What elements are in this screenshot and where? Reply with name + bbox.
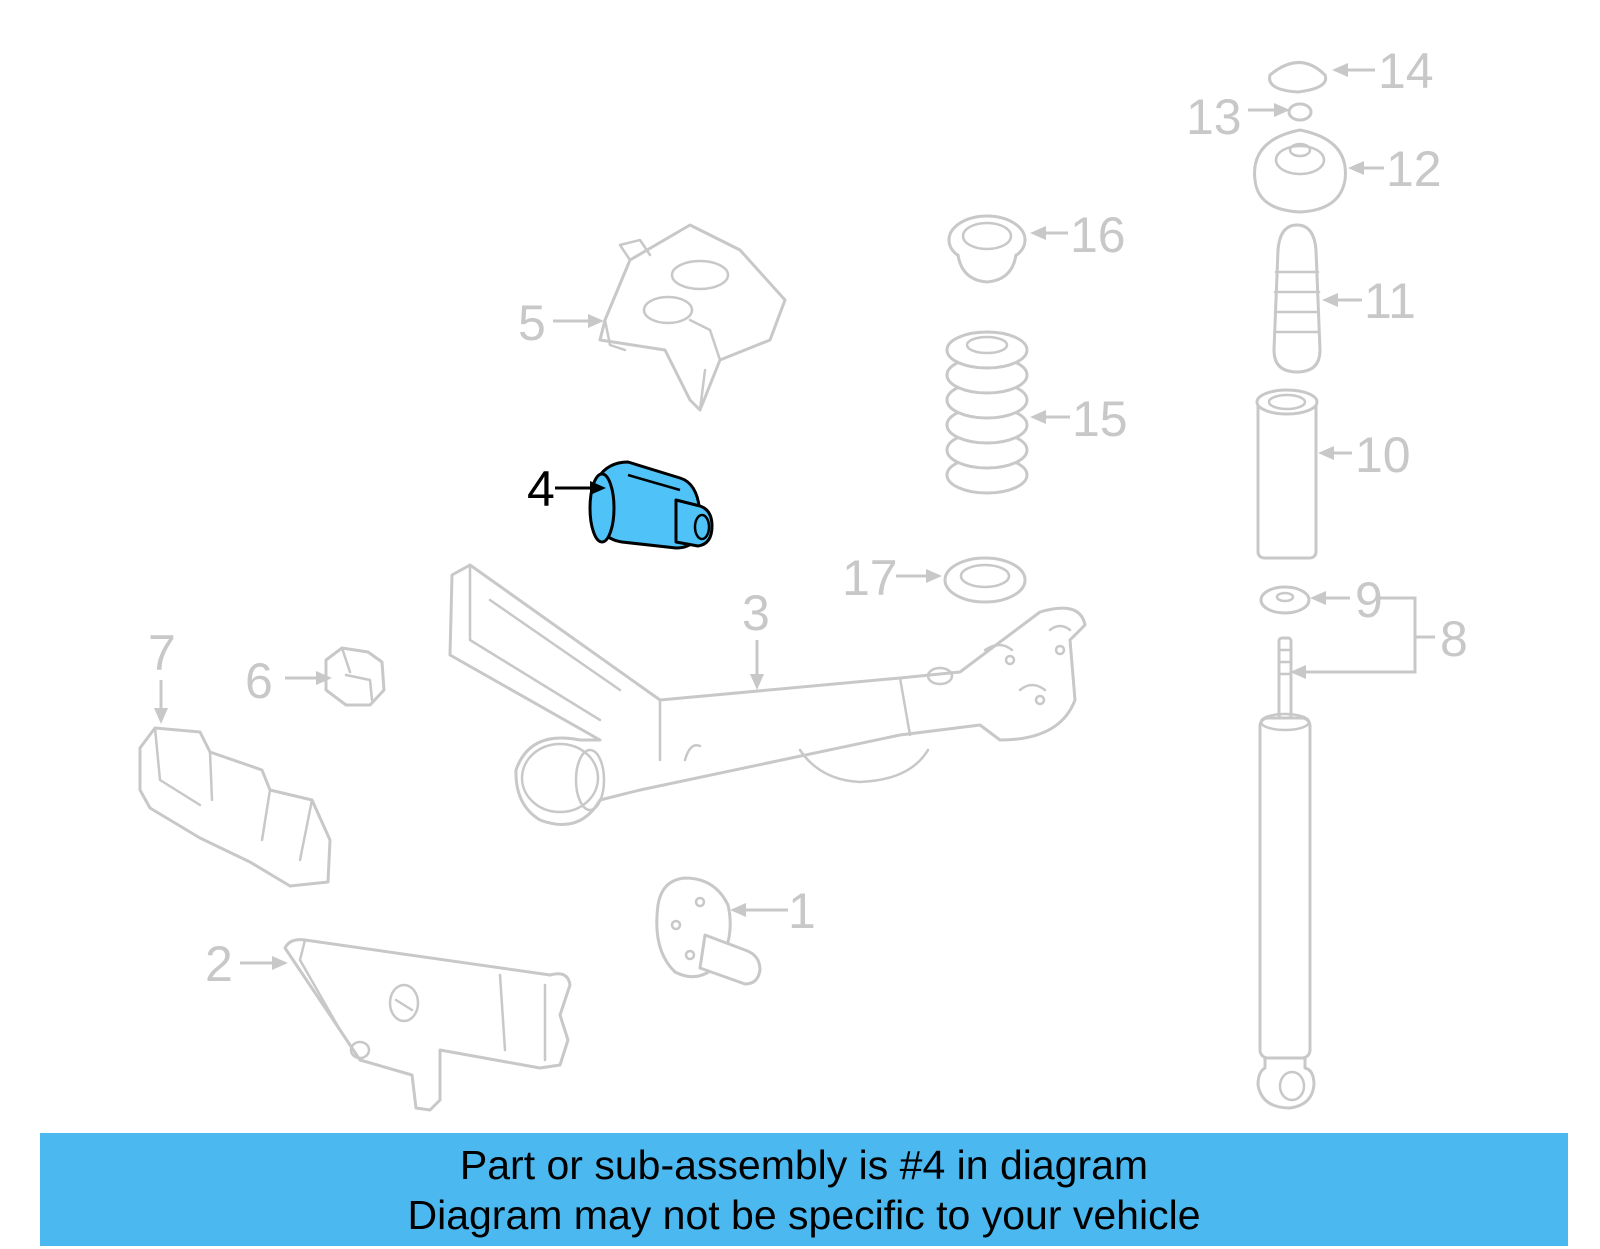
part-14-cap-illustration xyxy=(1268,61,1328,94)
callout-1[interactable]: 1 xyxy=(730,883,816,939)
part-1-spindle-illustration xyxy=(655,876,762,986)
callout-label-14: 14 xyxy=(1378,43,1434,99)
callout-label-1: 1 xyxy=(788,883,816,939)
callout-4[interactable]: 4 xyxy=(527,461,606,517)
part-4-bushing-illustration[interactable] xyxy=(588,460,714,550)
banner-disclaimer: Diagram may not be specific to your vehi… xyxy=(407,1191,1201,1238)
callout-label-9: 9 xyxy=(1355,572,1383,628)
callout-label-17: 17 xyxy=(842,550,898,606)
callout-15[interactable]: 15 xyxy=(1030,391,1128,447)
callout-label-8: 8 xyxy=(1440,611,1468,667)
callout-label-5: 5 xyxy=(518,295,546,351)
callout-8[interactable]: 8 xyxy=(1290,596,1468,679)
callout-14[interactable]: 14 xyxy=(1332,43,1434,99)
callout-11[interactable]: 11 xyxy=(1322,273,1416,329)
callout-5[interactable]: 5 xyxy=(518,295,604,351)
callout-9[interactable]: 9 xyxy=(1310,572,1383,628)
part-17-lower-spring-seat-illustration xyxy=(943,556,1027,604)
part-10-dust-boot-illustration xyxy=(1255,388,1319,560)
part-2-arm-bracket-illustration xyxy=(283,938,572,1112)
callout-label-10: 10 xyxy=(1355,427,1411,483)
callout-17[interactable]: 17 xyxy=(842,550,942,606)
part-16-spring-seat-illustration xyxy=(947,214,1027,284)
callout-label-15: 15 xyxy=(1072,391,1128,447)
callout-label-16: 16 xyxy=(1070,207,1126,263)
part-7-bracket-illustration xyxy=(138,726,332,888)
part-8-shock-absorber-illustration xyxy=(1256,636,1316,1110)
info-banner: Part or sub-assembly is #4 in diagram Di… xyxy=(40,1133,1568,1246)
callout-label-6: 6 xyxy=(245,653,273,709)
callout-10[interactable]: 10 xyxy=(1318,427,1411,483)
part-11-bump-stop-illustration xyxy=(1272,223,1322,374)
part-9-washer-illustration xyxy=(1259,585,1311,615)
callout-label-11: 11 xyxy=(1364,273,1416,329)
callout-label-3: 3 xyxy=(742,585,770,641)
callout-6[interactable]: 6 xyxy=(245,653,332,709)
callout-label-13: 13 xyxy=(1186,89,1242,145)
callout-label-2: 2 xyxy=(205,936,233,992)
callout-label-4: 4 xyxy=(527,461,555,517)
callout-7[interactable]: 7 xyxy=(148,625,176,724)
banner-part-reference: Part or sub-assembly is #4 in diagram xyxy=(459,1141,1149,1188)
callout-2[interactable]: 2 xyxy=(205,936,288,992)
callout-label-12: 12 xyxy=(1386,141,1442,197)
callout-label-7: 7 xyxy=(148,625,176,681)
part-12-strut-mount-illustration xyxy=(1253,128,1347,214)
part-3-axle-beam-illustration xyxy=(448,563,1087,826)
callout-3[interactable]: 3 xyxy=(742,585,770,690)
callout-13[interactable]: 13 xyxy=(1186,89,1290,145)
part-5-bracket-illustration xyxy=(598,223,787,412)
callout-12[interactable]: 12 xyxy=(1348,141,1442,197)
part-13-nut-illustration xyxy=(1287,102,1313,122)
part-15-coil-spring-illustration xyxy=(945,330,1029,495)
part-6-bushing-illustration xyxy=(324,646,386,707)
callout-16[interactable]: 16 xyxy=(1030,207,1126,263)
